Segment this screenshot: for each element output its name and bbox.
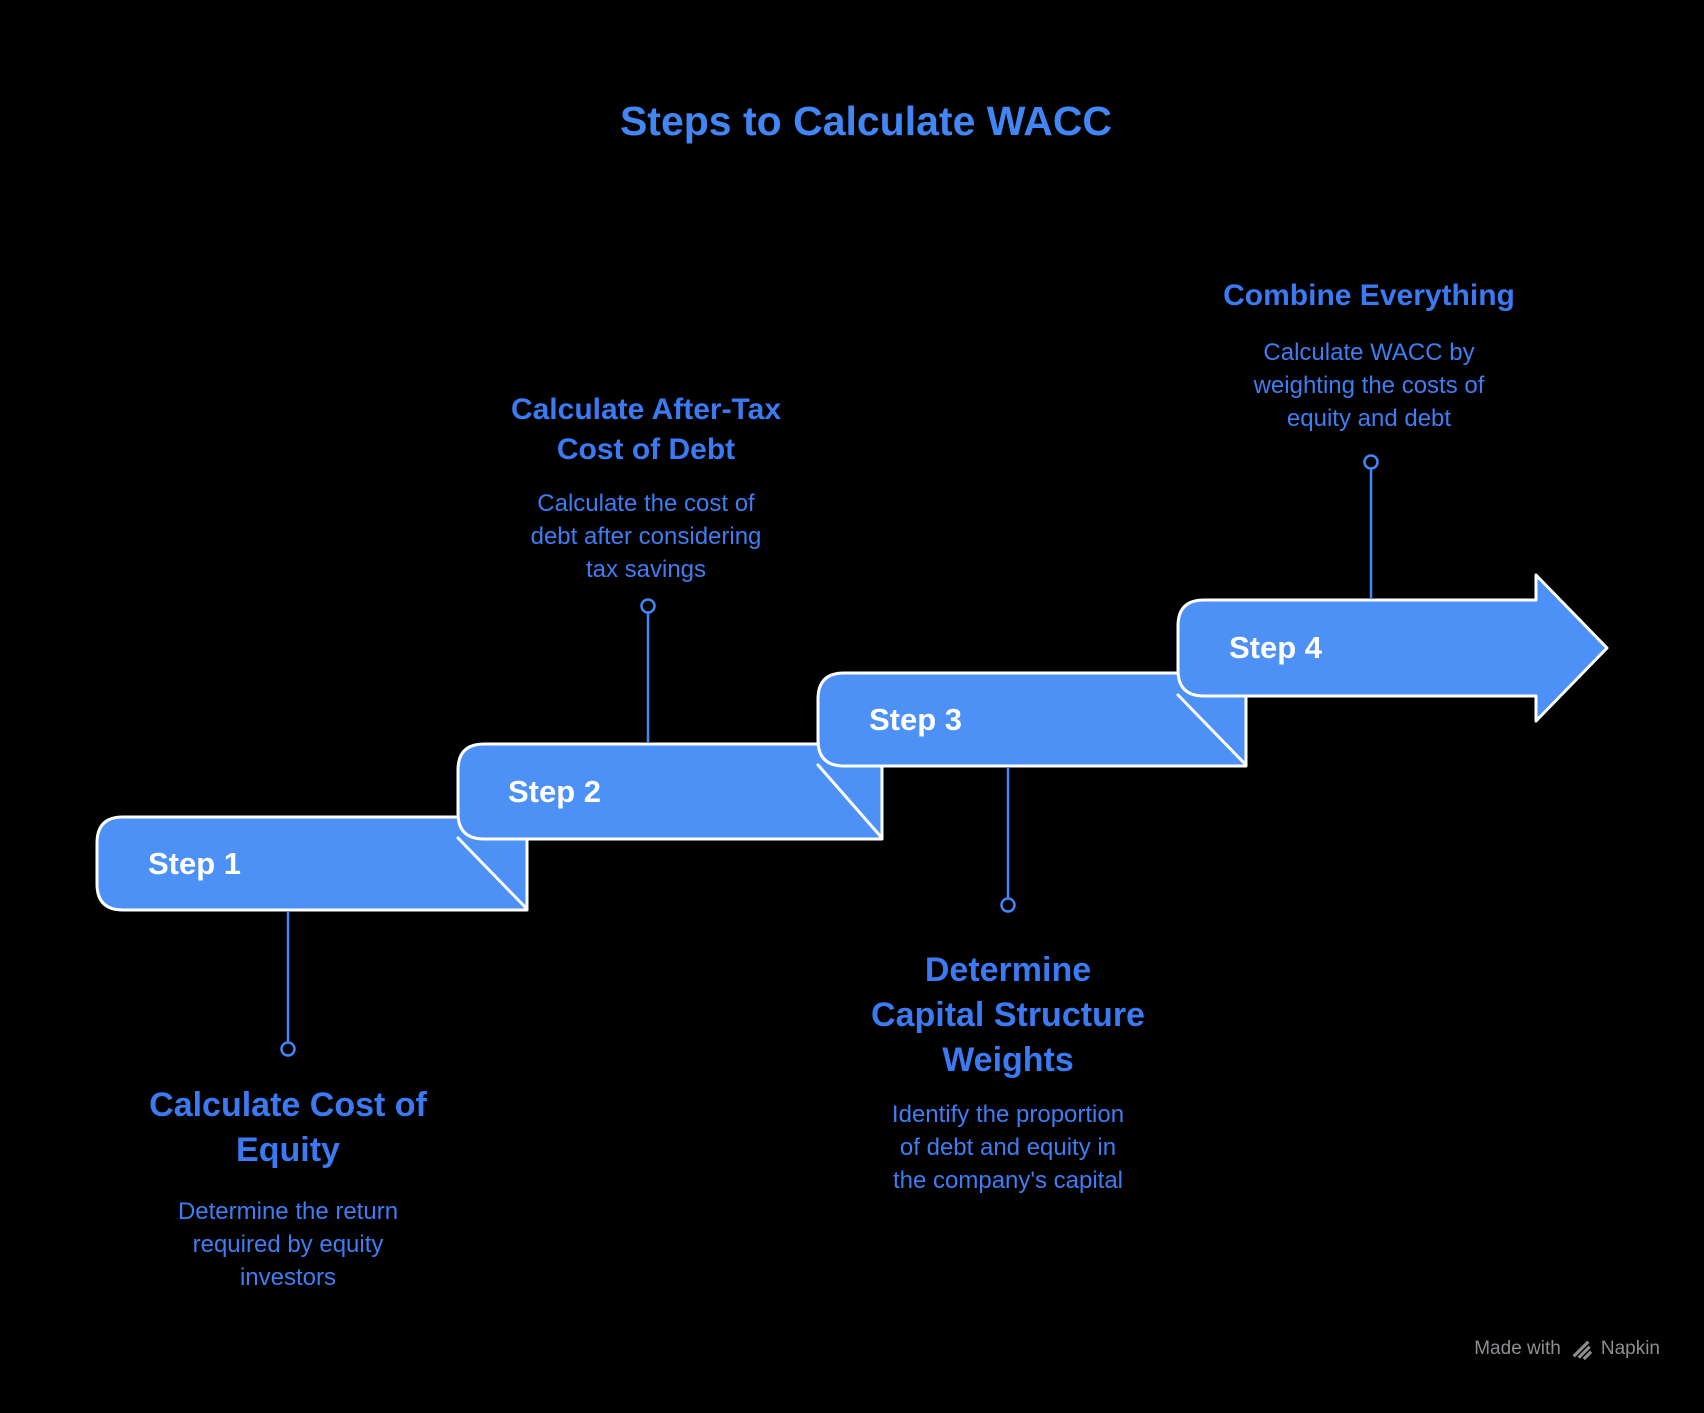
- step-2-bar: [456, 742, 884, 841]
- step-1-heading: Calculate Cost of Equity: [149, 1086, 427, 1169]
- step-3-bar: [816, 671, 1248, 768]
- napkin-watermark: Made with Napkin: [1474, 1338, 1660, 1360]
- step-2-heading: Calculate After-Tax Cost of Debt: [510, 393, 782, 466]
- step-1-bar: [95, 815, 529, 912]
- fold-crease-3: [1176, 693, 1248, 767]
- watermark-brand: Napkin: [1600, 1338, 1660, 1359]
- step-3-description: Identify the proportion of debt and equi…: [891, 1101, 1125, 1194]
- watermark-made-with: Made with: [1474, 1338, 1561, 1359]
- step-3-heading: Determine Capital Structure Weights: [871, 951, 1145, 1079]
- step-2-label: Step 2: [508, 774, 602, 809]
- step-3-text-block: Determine Capital Structure Weights Iden…: [798, 948, 1218, 1197]
- connector-dot-2: [640, 598, 656, 614]
- fold-crease-1: [456, 836, 529, 911]
- step-2-text-block: Calculate After-Tax Cost of Debt Calcula…: [436, 390, 856, 586]
- step-4-bar-with-arrow: [1176, 573, 1609, 723]
- connector-dot-4: [1363, 454, 1379, 470]
- connector-dot-1: [280, 1041, 296, 1057]
- step-3-label: Step 3: [869, 702, 963, 737]
- step-1-label: Step 1: [148, 846, 242, 881]
- step-4-text-block: Combine Everything Calculate WACC by wei…: [1159, 276, 1579, 435]
- step-4-description: Calculate WACC by weighting the costs of…: [1253, 339, 1485, 432]
- page-title: Steps to Calculate WACC: [619, 98, 1113, 144]
- step-4-heading: Combine Everything: [1223, 279, 1515, 312]
- fold-crease-2: [816, 763, 884, 840]
- connector-dot-3: [1000, 897, 1016, 913]
- step-2-description: Calculate the cost of debt after conside…: [530, 490, 762, 583]
- step-1-description: Determine the return required by equity …: [177, 1198, 399, 1291]
- step-1-text-block: Calculate Cost of Equity Determine the r…: [78, 1083, 498, 1294]
- napkin-logo-icon: [1572, 1340, 1592, 1360]
- step-4-label: Step 4: [1229, 630, 1323, 665]
